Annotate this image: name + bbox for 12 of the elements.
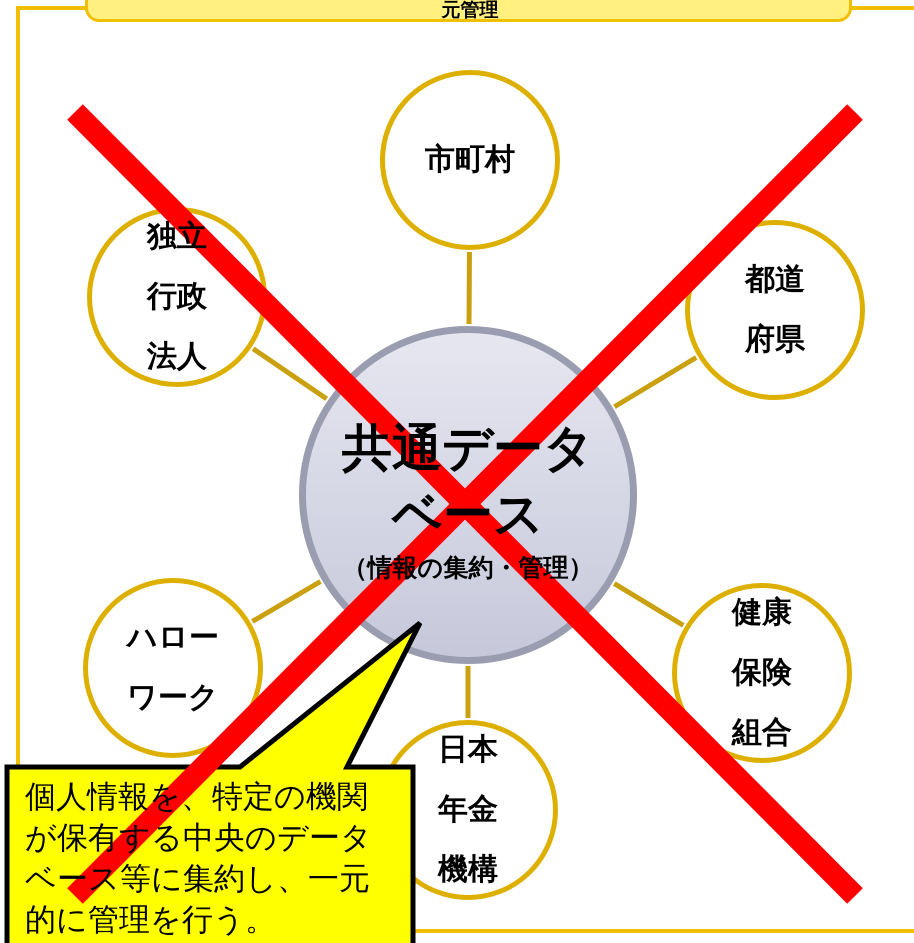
speech-bubble-tooltip (3, 619, 423, 943)
organization-name: 市町村 (424, 141, 516, 179)
connector-line (251, 579, 322, 624)
title: 元管理 (440, 0, 500, 21)
organization-name: 日本年金機構 (436, 731, 499, 889)
connector-line (466, 666, 470, 718)
organization-name: ハローワーク (126, 619, 220, 717)
connector-line (612, 581, 685, 628)
organization-name: 都道府県 (744, 261, 806, 359)
connector-line (466, 252, 472, 324)
organization-name: 健康保険組合 (730, 594, 793, 752)
connector-line (613, 355, 698, 409)
